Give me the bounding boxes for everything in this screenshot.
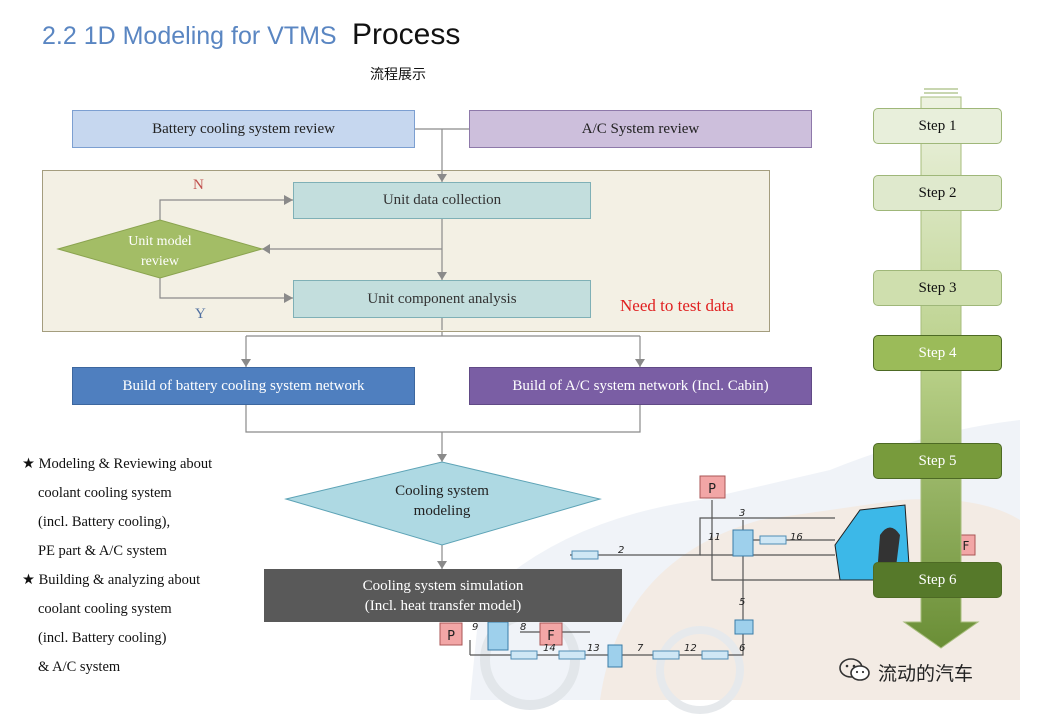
step-4: Step 4 — [873, 335, 1002, 371]
step-1: Step 1 — [873, 108, 1002, 144]
need-test-data-note: Need to test data — [620, 296, 734, 315]
step-5-label: Step 5 — [918, 452, 957, 469]
svg-text:F: F — [547, 629, 554, 644]
build-ac-network-box: Build of A/C system network (Incl. Cabin… — [469, 367, 812, 405]
step-1-label: Step 1 — [918, 117, 957, 134]
unit-data-collection-box: Unit data collection — [293, 182, 591, 219]
yes-label: Y — [195, 306, 206, 322]
note-line: coolant cooling system — [38, 601, 172, 617]
note-line: (incl. Battery cooling) — [38, 630, 167, 646]
step-6: Step 6 — [873, 562, 1002, 598]
step-2-label: Step 2 — [918, 184, 957, 201]
note-line: coolant cooling system — [38, 485, 172, 501]
step-6-label: Step 6 — [918, 571, 957, 588]
svg-text:7: 7 — [637, 643, 644, 654]
svg-text:5: 5 — [739, 597, 745, 608]
ac-system-review-box: A/C System review — [469, 110, 812, 148]
svg-text:P: P — [708, 482, 716, 497]
step-5: Step 5 — [873, 443, 1002, 479]
svg-text:modeling: modeling — [414, 503, 471, 519]
svg-text:3: 3 — [739, 508, 745, 519]
svg-text:9: 9 — [472, 622, 478, 633]
build-battery-network-box: Build of battery cooling system network — [72, 367, 415, 405]
svg-text:8: 8 — [520, 622, 526, 633]
cooling-modeling-diamond — [284, 461, 602, 546]
note-line: (incl. Battery cooling), — [38, 514, 171, 530]
page-title: Process — [352, 18, 461, 51]
note-line: PE part & A/C system — [38, 543, 167, 559]
step-3: Step 3 — [873, 270, 1002, 306]
svg-text:F: F — [963, 539, 970, 553]
cooling-simulation-line2: (Incl. heat transfer model) — [364, 597, 522, 614]
note-line: ★ Building & analyzing about — [22, 572, 201, 588]
svg-text:13: 13 — [587, 643, 600, 654]
svg-text:14: 14 — [543, 643, 556, 654]
wechat-icon — [838, 657, 872, 688]
step-3-label: Step 3 — [918, 279, 957, 296]
battery-cooling-review-box: Battery cooling system review — [72, 110, 415, 148]
cooling-simulation-box: Cooling system simulation (Incl. heat tr… — [264, 569, 622, 622]
no-label: N — [193, 177, 204, 193]
watermark-text: 流动的汽车 — [878, 663, 974, 685]
cooling-simulation-line1: Cooling system simulation — [362, 577, 524, 594]
svg-text:12: 12 — [684, 643, 697, 654]
svg-text:review: review — [141, 254, 180, 269]
watermark: 流动的汽车 — [838, 657, 973, 688]
note-line: & A/C system — [38, 659, 121, 675]
svg-text:Unit model: Unit model — [128, 234, 191, 249]
unit-model-review-diamond — [56, 219, 264, 279]
note-line: ★ Modeling & Reviewing about — [22, 456, 213, 472]
svg-text:6: 6 — [739, 643, 745, 654]
svg-text:11: 11 — [708, 532, 721, 543]
unit-component-analysis-box: Unit component analysis — [293, 280, 591, 318]
notes-list: ★ Modeling & Reviewing about coolant coo… — [22, 452, 252, 684]
svg-text:16: 16 — [790, 532, 803, 543]
step-4-label: Step 4 — [918, 344, 957, 361]
section-title: 2.2 1D Modeling for VTMS — [42, 22, 337, 50]
step-2: Step 2 — [873, 175, 1002, 211]
svg-text:P: P — [447, 629, 455, 644]
page-subtitle: 流程展示 — [370, 67, 426, 83]
svg-text:2: 2 — [618, 545, 624, 556]
svg-text:Cooling system: Cooling system — [395, 483, 489, 499]
